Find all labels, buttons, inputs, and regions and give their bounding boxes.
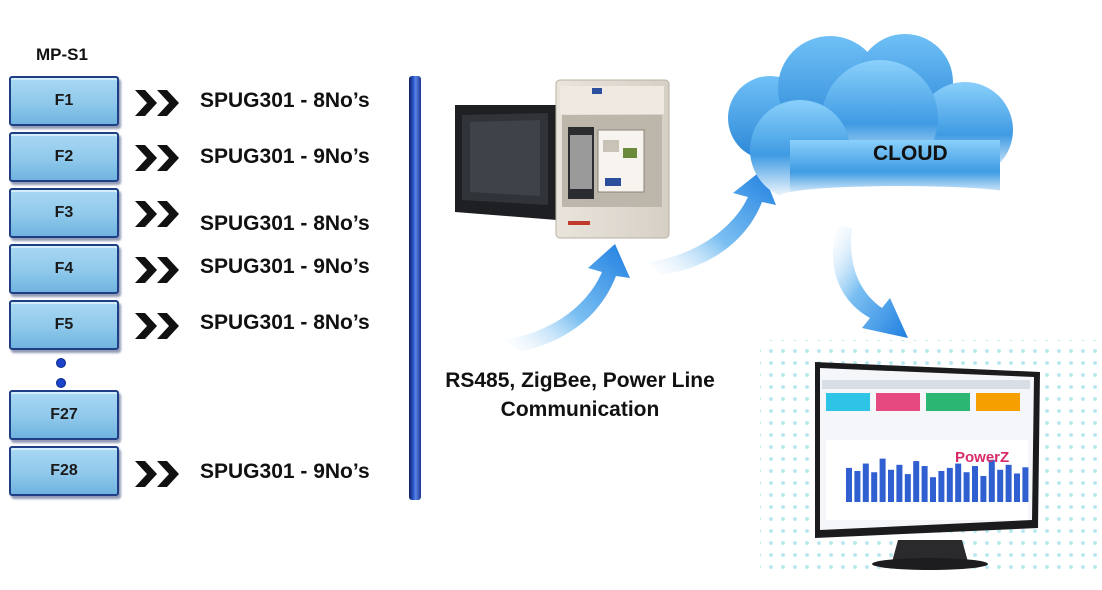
dashboard-bar [904, 474, 911, 502]
dashboard-bar [854, 471, 861, 502]
feeder-box-f5: F5 [9, 300, 119, 350]
dashboard-bar [963, 472, 970, 502]
feeder-box-f4: F4 [9, 244, 119, 294]
dashboard-bar [1005, 464, 1012, 502]
communication-line-1: RS485, ZigBee, Power Line [445, 369, 715, 392]
double-chevron-icon [135, 313, 179, 339]
feeder-label-f2: SPUG301 - 9No’s [200, 145, 370, 168]
communication-line-2: Communication [500, 398, 660, 421]
feeder-label-f4: SPUG301 - 9No’s [200, 255, 370, 278]
dashboard-bar [888, 469, 894, 502]
dashboard-bar [988, 459, 995, 502]
feeder-box-f2: F2 [9, 132, 119, 182]
feeder-label-f1: SPUG301 - 8No’s [200, 89, 370, 112]
dashboard-bar-chart [846, 458, 1029, 502]
cloud-icon [728, 34, 1020, 206]
feeder-box-f28: F28 [9, 446, 119, 496]
double-chevron-icon [135, 201, 179, 227]
double-chevron-icon [135, 461, 179, 487]
downward-arrow-to-dashboard [833, 225, 908, 338]
dashboard-bar [879, 458, 886, 502]
dashboard-bar [862, 463, 869, 502]
dashboard-bar [913, 461, 920, 502]
feeder-box-f1: F1 [9, 76, 119, 126]
feeder-box-f3: F3 [9, 188, 119, 238]
panel-title: MP-S1 [36, 45, 88, 64]
ellipsis-dot [56, 358, 66, 368]
dashboard-bar [930, 477, 936, 502]
double-chevron-icon [135, 257, 179, 283]
dashboard-bar [955, 463, 962, 502]
dashboard-bar [871, 472, 878, 502]
feeder-label-f28: SPUG301 - 9No’s [200, 460, 370, 483]
dashboard-brand: PowerZ [955, 449, 1010, 466]
dashboard-bar [846, 467, 852, 502]
dashboard-bar [1022, 467, 1029, 502]
double-chevron-icon [135, 145, 179, 171]
dashboard-bar [896, 464, 903, 502]
upward-arrow-to-device [505, 244, 630, 352]
dashboard-bar [972, 466, 978, 502]
dashboard-bar [980, 475, 987, 502]
dashboard-bar [946, 467, 953, 502]
meter-enclosure-image [455, 79, 670, 239]
feeder-label-f5: SPUG301 - 8No’s [200, 311, 370, 334]
ellipsis-dot [56, 378, 66, 388]
communication-caption: RS485, ZigBee, Power Line Communication [420, 366, 740, 424]
dashboard-bar [1014, 473, 1020, 502]
dashboard-bar [938, 471, 945, 502]
cloud-label: CLOUD [873, 142, 948, 165]
feeder-box-f27: F27 [9, 390, 119, 440]
bus-bar [409, 76, 421, 500]
feeder-label-f3: SPUG301 - 8No’s [200, 212, 370, 235]
dashboard-bar [997, 469, 1004, 502]
double-chevron-icon [135, 90, 179, 116]
dashboard-bar [921, 466, 928, 502]
